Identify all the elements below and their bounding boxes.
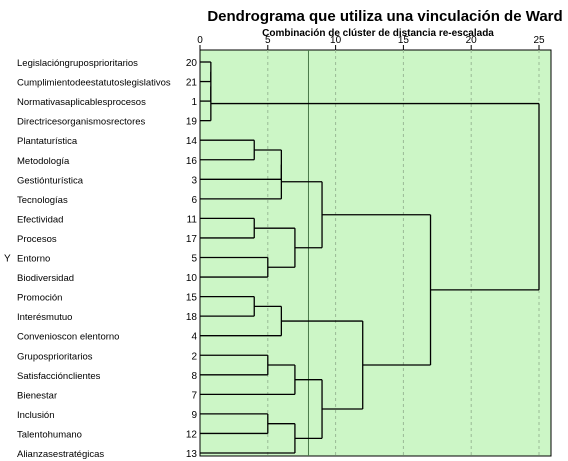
leaf-id: 21 <box>186 78 198 89</box>
leaf-id: 16 <box>186 156 198 167</box>
leaf-label: Entorno <box>17 254 50 265</box>
leaf-label: Plantaturística <box>17 136 78 147</box>
leaf-label: Promoción <box>17 293 62 304</box>
chart-subtitle: Combinación de clúster de distancia re-e… <box>262 28 494 39</box>
dendrogram-links <box>200 61 540 454</box>
leaf-id: 20 <box>186 58 198 69</box>
selected-leaf-marker: Y <box>4 254 11 265</box>
leaf-id: 12 <box>186 429 198 440</box>
leaf-label: Satisfacciónclientes <box>17 371 101 382</box>
leaf-label: Cumplimientodeestatutoslegislativos <box>17 78 171 89</box>
leaf-id: 13 <box>186 449 198 460</box>
leaf-id: 2 <box>191 351 197 362</box>
leaf-id: 14 <box>186 136 198 147</box>
leaf-label: Convenioscon elentorno <box>17 332 119 343</box>
leaf-id: 18 <box>186 312 198 323</box>
plot-background <box>199 49 552 457</box>
chart-title: Dendrograma que utiliza una vinculación … <box>207 8 562 25</box>
leaf-label: Biodiversidad <box>17 273 74 284</box>
x-tick-label: 20 <box>466 35 478 46</box>
x-tick-label: 0 <box>197 35 203 46</box>
leaf-label: Efectividad <box>17 214 63 225</box>
leaf-labels: Legislacióngruposprioritarios 20Cumplimie… <box>4 58 197 460</box>
x-tick-label: 10 <box>330 35 342 46</box>
x-axis-ticks: 0 5 10 15 20 25 <box>197 35 545 50</box>
leaf-label: Legislacióngruposprioritarios <box>17 58 138 69</box>
leaf-label: Talentohumano <box>17 429 82 440</box>
leaf-label: Interésmutuo <box>17 312 72 323</box>
leaf-id: 4 <box>191 332 197 343</box>
leaf-label: Normativasaplicablesprocesos <box>17 97 146 108</box>
leaf-label: Bienestar <box>17 390 57 401</box>
leaf-label: Tecnologías <box>17 195 68 206</box>
leaf-id: 6 <box>191 195 197 206</box>
leaf-label: Alianzasestratégicas <box>17 449 104 460</box>
leaf-id: 9 <box>191 410 197 421</box>
leaf-label: Inclusión <box>17 410 55 421</box>
leaf-label: Directricesorganismosrectores <box>17 117 146 128</box>
leaf-id: 17 <box>186 234 198 245</box>
grid-lines <box>267 50 540 456</box>
x-tick-label: 25 <box>533 35 545 46</box>
leaf-id: 7 <box>191 390 197 401</box>
leaf-id: 3 <box>191 175 197 186</box>
x-tick-label: 15 <box>398 35 410 46</box>
leaf-label: Gruposprioritarios <box>17 351 93 362</box>
leaf-label: Gestiónturística <box>17 175 84 186</box>
leaf-label: Metodología <box>17 156 70 167</box>
leaf-id: 8 <box>191 371 197 382</box>
x-tick-label: 5 <box>265 35 271 46</box>
leaf-id: 15 <box>186 293 198 304</box>
leaf-id: 1 <box>191 97 197 108</box>
leaf-id: 5 <box>191 254 197 265</box>
leaf-id: 11 <box>187 214 198 225</box>
leaf-label: Procesos <box>17 234 57 245</box>
leaf-id: 10 <box>186 273 198 284</box>
leaf-id: 19 <box>186 117 198 128</box>
